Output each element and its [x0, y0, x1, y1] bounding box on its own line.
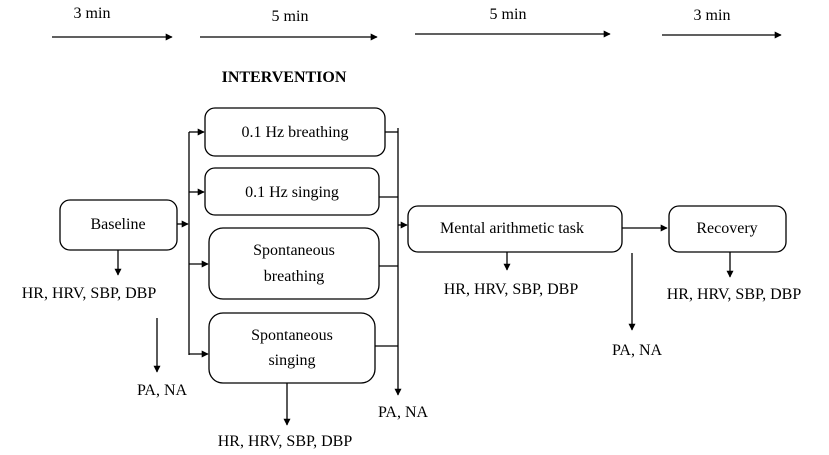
mental-task-physio-measures: HR, HRV, SBP, DBP: [444, 281, 579, 298]
task-affect-measures: PA, NA: [612, 342, 663, 359]
spontaneous-breathing-label-2: breathing: [264, 268, 324, 285]
breathing-01hz-label: 0.1 Hz breathing: [241, 124, 348, 141]
singing-01hz-label: 0.1 Hz singing: [245, 184, 339, 201]
recovery-physio-measures: HR, HRV, SBP, DBP: [667, 286, 802, 303]
timeline-duration-2: 5 min: [272, 8, 309, 25]
baseline-affect-measures: PA, NA: [137, 382, 188, 399]
spontaneous-breathing-box: [208, 227, 380, 300]
spontaneous-singing-label-2: singing: [268, 352, 315, 369]
mental-task-label: Mental arithmetic task: [440, 220, 584, 237]
timeline-duration-3: 5 min: [490, 6, 527, 23]
recovery-label: Recovery: [696, 220, 757, 237]
intervention-physio-measures: HR, HRV, SBP, DBP: [218, 433, 353, 450]
baseline-label: Baseline: [90, 216, 145, 233]
baseline-physio-measures: HR, HRV, SBP, DBP: [22, 285, 157, 302]
timeline: 3 min 5 min 5 min 3 min: [52, 5, 782, 41]
spontaneous-singing-label-1: Spontaneous: [251, 327, 333, 344]
intervention-title: INTERVENTION: [222, 69, 347, 86]
timeline-duration-1: 3 min: [74, 5, 111, 22]
spontaneous-breathing-label-1: Spontaneous: [253, 242, 335, 259]
mental-task-box: [407, 205, 623, 253]
timeline-duration-4: 3 min: [694, 7, 731, 24]
spontaneous-singing-box: [208, 312, 376, 384]
recovery-box: [668, 205, 787, 253]
intervention-affect-measures: PA, NA: [378, 404, 429, 421]
singing-01hz-box: [204, 167, 380, 216]
